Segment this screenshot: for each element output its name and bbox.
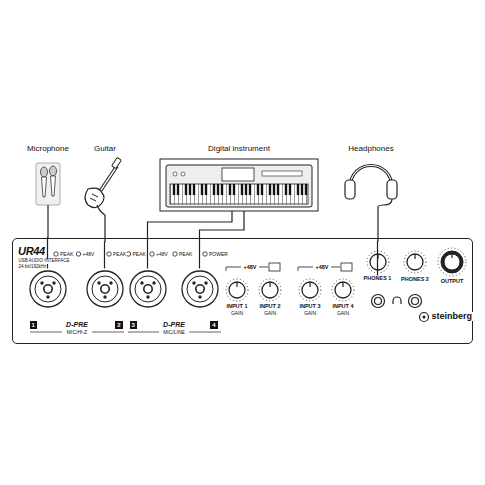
combo-jacks [30,271,218,307]
phones-jacks [372,295,422,308]
input-type-label: MIC/HI-Z [66,330,87,335]
preamp-label: D-PRE [66,321,89,328]
callout-number: 1 [30,321,37,329]
callout-number: 4 [210,321,217,329]
callout-number: 3 [130,321,137,329]
knob-label: INPUT 2 [259,304,281,310]
jack-label: PHONES 1 [363,276,393,282]
device-label: Digital instrument [207,145,271,153]
input-jack: 4 [181,269,219,329]
input-type-label: MIC/LINE [163,330,186,335]
preamp-rules [30,332,221,333]
steinberg-logo [420,313,429,322]
output-knob [438,248,466,276]
model-subtitle: USB AUDIO INTERFACE [18,259,70,264]
headphones-illustration [345,166,397,208]
knob-label: INPUT 3 [299,304,321,310]
led-label: POWER [209,252,229,257]
model-subtitle: 24-bit/192kHz [18,265,47,270]
knob-label: GAIN [230,311,243,316]
microphone-illustration [36,163,60,207]
device-label: Headphones [347,145,394,153]
model-name: UR44 [18,246,45,257]
knob-label: GAIN [263,311,276,316]
device-node: Headphones [340,145,402,207]
knob-label: OUTPUT [440,279,464,285]
switch-label: +48V [315,265,329,271]
brand-logo: steinberg [431,312,473,321]
knob-label: GAIN [303,311,316,316]
input-jack: 2 [86,269,124,329]
cable [200,215,245,269]
knob-label: INPUT 1 [226,304,248,310]
led-label: PEAK [113,252,127,257]
switch-label: +48V [243,265,257,271]
led-label: +48V [82,252,95,257]
input-jack: 3 [129,269,167,329]
device-label: Guitar [93,145,117,153]
device-node: Microphone [20,145,76,207]
phantom-power-brackets [226,263,352,271]
cable [104,215,106,269]
input-jack: 1 [29,269,67,329]
preamp-label: D-PRE [163,321,186,328]
gain-knobs [226,251,426,301]
phones-jack: PHONES 1 [361,276,395,309]
led-label: +48V [156,252,169,257]
device-label: Microphone [26,145,70,153]
led-label: PEAK [132,252,146,257]
guitar-illustration [85,157,121,215]
led-indicators [54,252,207,256]
cable [148,215,233,269]
knob-label: GAIN [336,311,349,316]
device-node: Digital instrument [158,145,320,215]
knob-label: INPUT 4 [332,304,354,310]
led-label: PEAK [60,252,74,257]
cable [377,207,379,276]
device-node: Guitar [83,145,127,215]
keyboard-illustration [160,159,318,215]
led-label: PEAK [179,252,193,257]
knob-label: PHONES 2 [401,277,430,283]
callout-number: 2 [115,321,122,329]
